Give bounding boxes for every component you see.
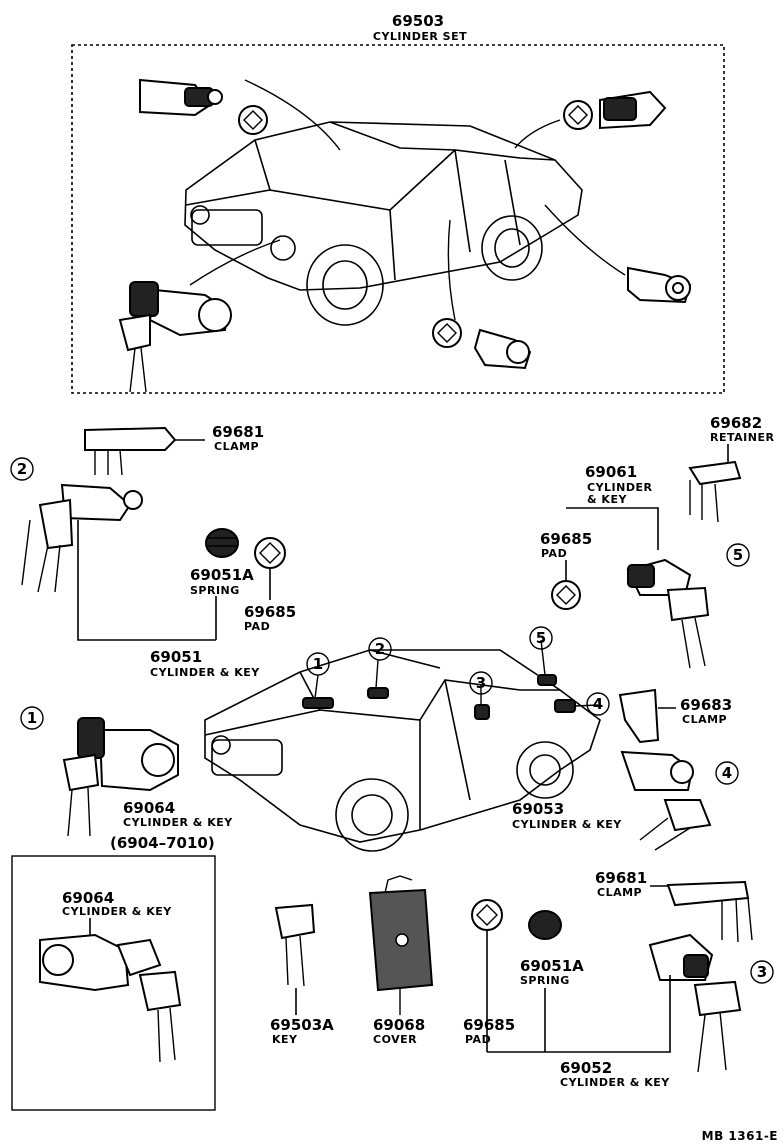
svg-text:2: 2 <box>375 640 385 658</box>
part-label-69683: CLAMP <box>682 713 727 726</box>
car-lock-positions <box>302 639 599 720</box>
part-number-69061: 69061 <box>585 463 637 481</box>
part-label-69051: CYLINDER & KEY <box>150 666 260 679</box>
callout-2-car: 2 <box>368 637 392 661</box>
part-label-69053: CYLINDER & KEY <box>512 818 622 831</box>
part-number-69064-inset: 69064 <box>62 889 114 907</box>
callout-4-right: 4 <box>715 761 739 785</box>
part-label-69681-lower: CLAMP <box>597 886 642 899</box>
part-label-69064-inset: CYLINDER & KEY <box>62 905 172 918</box>
svg-text:4: 4 <box>593 695 603 713</box>
part-number-69051A-upper: 69051A <box>190 566 254 584</box>
trunk-cylinder-top <box>599 90 667 130</box>
part-number-69681-upper: 69681 <box>212 423 264 441</box>
callout-4-car: 4 <box>586 692 610 716</box>
part-note-69064-range: (6904–7010) <box>110 834 215 852</box>
callout-3-right: 3 <box>750 960 774 984</box>
part-number-69503A: 69503A <box>270 1016 334 1034</box>
inset-69064-box: 69064 CYLINDER & KEY <box>11 855 216 1111</box>
svg-text:5: 5 <box>536 629 546 647</box>
glovebox-cylinder-top <box>139 78 223 117</box>
callout-5-right: 5 <box>726 543 750 567</box>
pad-top-left <box>238 105 268 135</box>
part-number-69685-bottom: 69685 <box>463 1016 515 1034</box>
car-top-illustration <box>184 121 583 326</box>
cylinder-set-group: 69503 CYLINDER SET <box>71 12 725 394</box>
svg-text:5: 5 <box>733 546 743 564</box>
part-label-69682: RETAINER <box>710 431 774 444</box>
part-label-69685-bottom: PAD <box>465 1033 491 1046</box>
part-69683-clamp: 69683 CLAMP <box>618 688 732 744</box>
part-number-69068: 69068 <box>373 1016 425 1034</box>
part-label-69051A-bottom: SPRING <box>520 974 570 987</box>
svg-text:1: 1 <box>313 655 323 673</box>
part-69061-cylinder: 69061 CYLINDER & KEY <box>566 463 710 669</box>
part-label-69685-right: PAD <box>541 547 567 560</box>
part-number-69052: 69052 <box>560 1059 612 1077</box>
part-69051A-spring-upper: 69051A SPRING <box>190 528 254 640</box>
part-69685-pad-left: 69685 PAD <box>244 537 296 633</box>
part-69681-clamp-lower: 69681 CLAMP <box>595 869 753 943</box>
part-69064-ignition-middle: 69064 CYLINDER & KEY (6904–7010) <box>62 717 233 852</box>
door-cylinder-top-center <box>473 328 532 370</box>
cylinder-set-dashed-box <box>71 44 725 394</box>
part-label-69068: COVER <box>373 1033 417 1046</box>
svg-text:3: 3 <box>757 963 767 981</box>
part-69682-retainer: 69682 RETAINER <box>688 414 774 523</box>
part-69503A-key: 69503A KEY <box>270 903 334 1046</box>
part-number-69682: 69682 <box>710 414 762 432</box>
part-69685-pad-right: 69685 PAD <box>540 530 592 610</box>
part-number-69681-lower: 69681 <box>595 869 647 887</box>
part-label-69503A: KEY <box>272 1033 298 1046</box>
part-69051-cylinder <box>21 483 216 641</box>
part-69681-clamp-upper: 69681 CLAMP <box>84 423 264 476</box>
part-69052-cylinder: 69052 CYLINDER & KEY <box>487 933 742 1089</box>
part-69053-cylinder: 69053 CYLINDER & KEY <box>512 750 712 851</box>
callout-1-car: 1 <box>306 652 330 676</box>
callout-2-left: 2 <box>10 457 34 481</box>
svg-text:2: 2 <box>17 460 27 478</box>
svg-text:1: 1 <box>27 709 37 727</box>
pad-top-center <box>432 318 462 348</box>
part-label-69051A-upper: SPRING <box>190 584 240 597</box>
part-number-69685-left: 69685 <box>244 603 296 621</box>
part-label-69061-line2: & KEY <box>587 493 627 506</box>
part-number-69683: 69683 <box>680 696 732 714</box>
svg-text:4: 4 <box>722 764 732 782</box>
part-number-69685-right: 69685 <box>540 530 592 548</box>
part-label-69064-middle: CYLINDER & KEY <box>123 816 233 829</box>
part-number-69064-middle: 69064 <box>123 799 175 817</box>
part-69685-pad-bottom: 69685 PAD <box>463 899 515 1052</box>
part-number-69053: 69053 <box>512 800 564 818</box>
ignition-cylinder-top <box>118 281 232 393</box>
footer-code: MB 1361-E <box>702 1129 778 1143</box>
part-69051A-spring-bottom: 69051A SPRING <box>520 910 584 1052</box>
part-label-69061: CYLINDER <box>587 481 652 494</box>
part-number-69051: 69051 <box>150 648 202 666</box>
pointer-arrows-top <box>189 79 626 321</box>
svg-text:3: 3 <box>476 674 486 692</box>
part-69068-cover: 69068 COVER <box>368 875 434 1046</box>
title-part-number: 69503 <box>392 12 444 30</box>
pad-top-right <box>563 100 593 130</box>
title-part-label: CYLINDER SET <box>373 30 467 43</box>
callout-5-car: 5 <box>529 626 553 650</box>
part-label-69681-upper: CLAMP <box>214 440 259 453</box>
part-label-69052: CYLINDER & KEY <box>560 1076 670 1089</box>
door-cylinder-top-right <box>627 266 692 304</box>
callout-1-left: 1 <box>20 706 44 730</box>
callout-3-car: 3 <box>469 671 493 695</box>
part-label-69685-left: PAD <box>244 620 270 633</box>
part-number-69051A-bottom: 69051A <box>520 957 584 975</box>
